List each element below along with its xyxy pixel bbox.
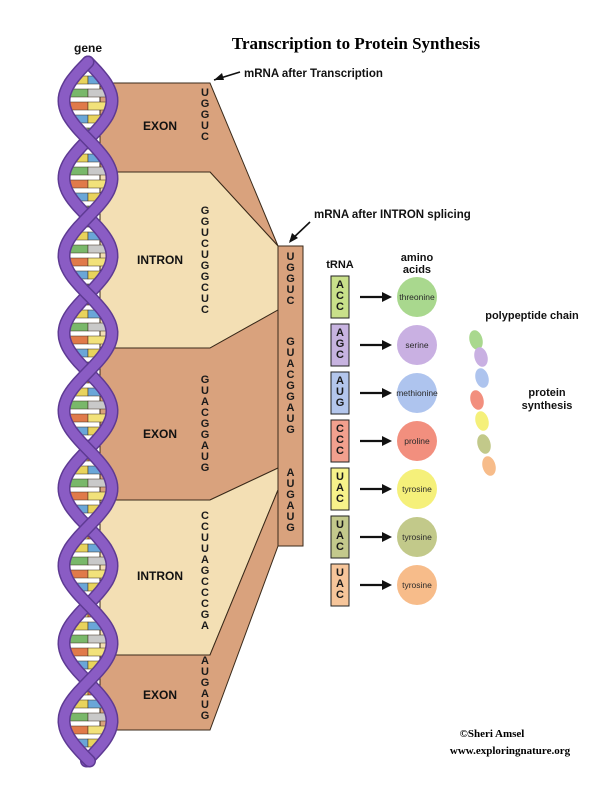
polypeptide-bead [469, 330, 483, 350]
helix-backbone [58, 57, 118, 766]
polypeptide-bead [475, 368, 489, 388]
amino-acid-circle [397, 469, 437, 509]
amino-acid-name: serine [405, 340, 428, 350]
amino-acid-name: tyrosine [402, 580, 432, 590]
trna-arrowhead [382, 340, 392, 350]
amino-acid-name: proline [404, 436, 430, 446]
trna-box [330, 371, 350, 415]
amino-header-line1: amino [401, 252, 434, 264]
pre-mrna-band [99, 82, 279, 731]
trna-box [330, 323, 350, 367]
trna-arrowhead [382, 388, 392, 398]
segment-label: EXON [143, 119, 177, 133]
segment-label: EXON [143, 688, 177, 702]
trna-arrowhead [382, 292, 392, 302]
polypeptide-label: polypeptide chain [485, 310, 579, 322]
polypeptide-bead [477, 434, 491, 454]
page-title: Transcription to Protein Synthesis [232, 34, 481, 53]
trna-box [330, 563, 350, 607]
trna-box [330, 467, 350, 511]
trna-box [330, 275, 350, 319]
credit-website: www.exploringnature.org [450, 745, 571, 757]
amino-acid-circle [397, 373, 437, 413]
splicing-arrowhead [289, 233, 298, 243]
amino-acid-circle [397, 325, 437, 365]
mrna-transcription-label: mRNA after Transcription [244, 68, 383, 80]
protein-label-line1: protein [528, 387, 566, 399]
amino-acid-name: tyrosine [402, 532, 432, 542]
trna-arrowhead [382, 580, 392, 590]
polypeptide-bead [470, 390, 484, 410]
amino-acid-circle [397, 277, 437, 317]
polypeptide-bead [482, 456, 496, 476]
helix-backbone [58, 57, 118, 766]
polypeptide-bead [474, 347, 488, 367]
amino-acid-name: tyrosine [402, 484, 432, 494]
segment-label: INTRON [137, 569, 183, 583]
trna-header: tRNA [326, 259, 354, 271]
trna-arrowhead [382, 436, 392, 446]
segment-labels: EXON INTRON EXON INTRON EXON [137, 119, 183, 702]
amino-acid-name: threonine [399, 292, 435, 302]
trna-box [330, 515, 350, 559]
trna-box [330, 419, 350, 463]
amino-header-line2: acids [403, 264, 431, 276]
mrna-splicing-label: mRNA after INTRON splicing [314, 209, 471, 221]
amino-acid-name: methionine [396, 388, 438, 398]
dna-helix [57, 55, 119, 768]
spliced-mrna-strip [277, 245, 304, 547]
amino-acid-circle [397, 517, 437, 557]
polypeptide-chain [469, 330, 496, 476]
credit-author: ©Sheri Amsel [460, 728, 525, 740]
polypeptide-bead [475, 411, 489, 431]
segment-label: EXON [143, 427, 177, 441]
trna-arrowhead [382, 484, 392, 494]
segment-label: INTRON [137, 253, 183, 267]
amino-acid-circle [397, 565, 437, 605]
gene-label: gene [74, 41, 102, 55]
amino-acid-circle [397, 421, 437, 461]
transcription-arrowhead [214, 73, 224, 80]
protein-label-line2: synthesis [522, 400, 573, 412]
trna-arrowhead [382, 532, 392, 542]
